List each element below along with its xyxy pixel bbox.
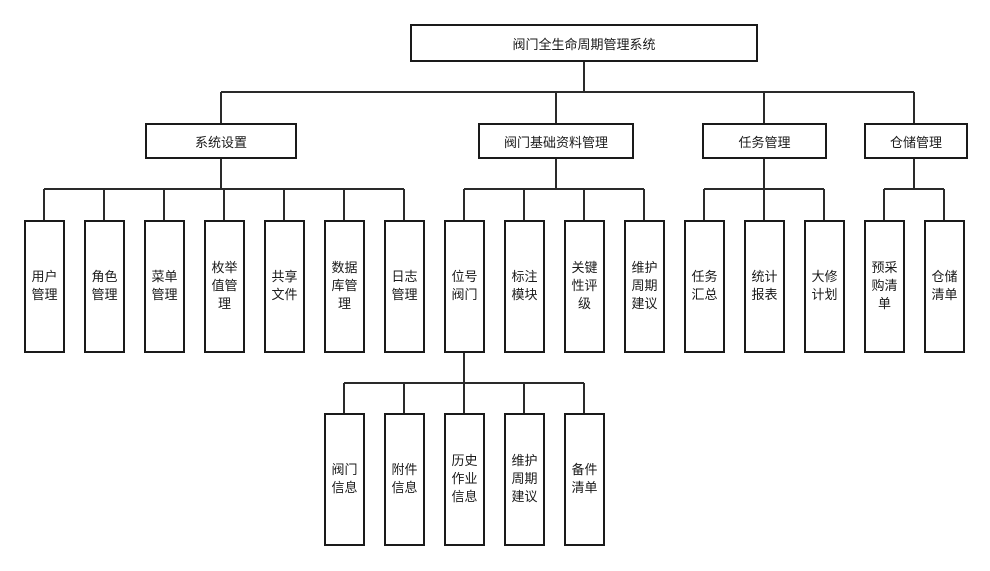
node-log-management: 日志管理	[384, 220, 425, 353]
node-menu-management: 菜单管理	[144, 220, 185, 353]
root-node: 阀门全生命周期管理系统	[410, 24, 758, 62]
node-tag-valve: 位号阀门	[444, 220, 485, 353]
node-annotation-module: 标注模块	[504, 220, 545, 353]
node-task-summary: 任务汇总	[684, 220, 725, 353]
node-maintenance-cycle-advice: 维护周期建议	[624, 220, 665, 353]
node-shared-files: 共享文件	[264, 220, 305, 353]
branch-valve-basic-data: 阀门基础资料管理	[478, 123, 634, 159]
node-attachment-info: 附件信息	[384, 413, 425, 546]
node-history-work-info: 历史作业信息	[444, 413, 485, 546]
node-spare-parts-list: 备件清单	[564, 413, 605, 546]
branch-task-management: 任务管理	[702, 123, 827, 159]
node-valve-info: 阀门信息	[324, 413, 365, 546]
node-user-management: 用户管理	[24, 220, 65, 353]
branch-system-settings: 系统设置	[145, 123, 297, 159]
branch-warehouse-management: 仓储管理	[864, 123, 968, 159]
node-database-management: 数据库管理	[324, 220, 365, 353]
node-valve-maintenance-cycle-advice: 维护周期建议	[504, 413, 545, 546]
node-pre-purchase-list: 预采购清单	[864, 220, 905, 353]
node-criticality-rating: 关键性评级	[564, 220, 605, 353]
node-enum-management: 枚举值管理	[204, 220, 245, 353]
node-statistics-report: 统计报表	[744, 220, 785, 353]
node-role-management: 角色管理	[84, 220, 125, 353]
node-overhaul-plan: 大修计划	[804, 220, 845, 353]
node-warehouse-list: 仓储清单	[924, 220, 965, 353]
